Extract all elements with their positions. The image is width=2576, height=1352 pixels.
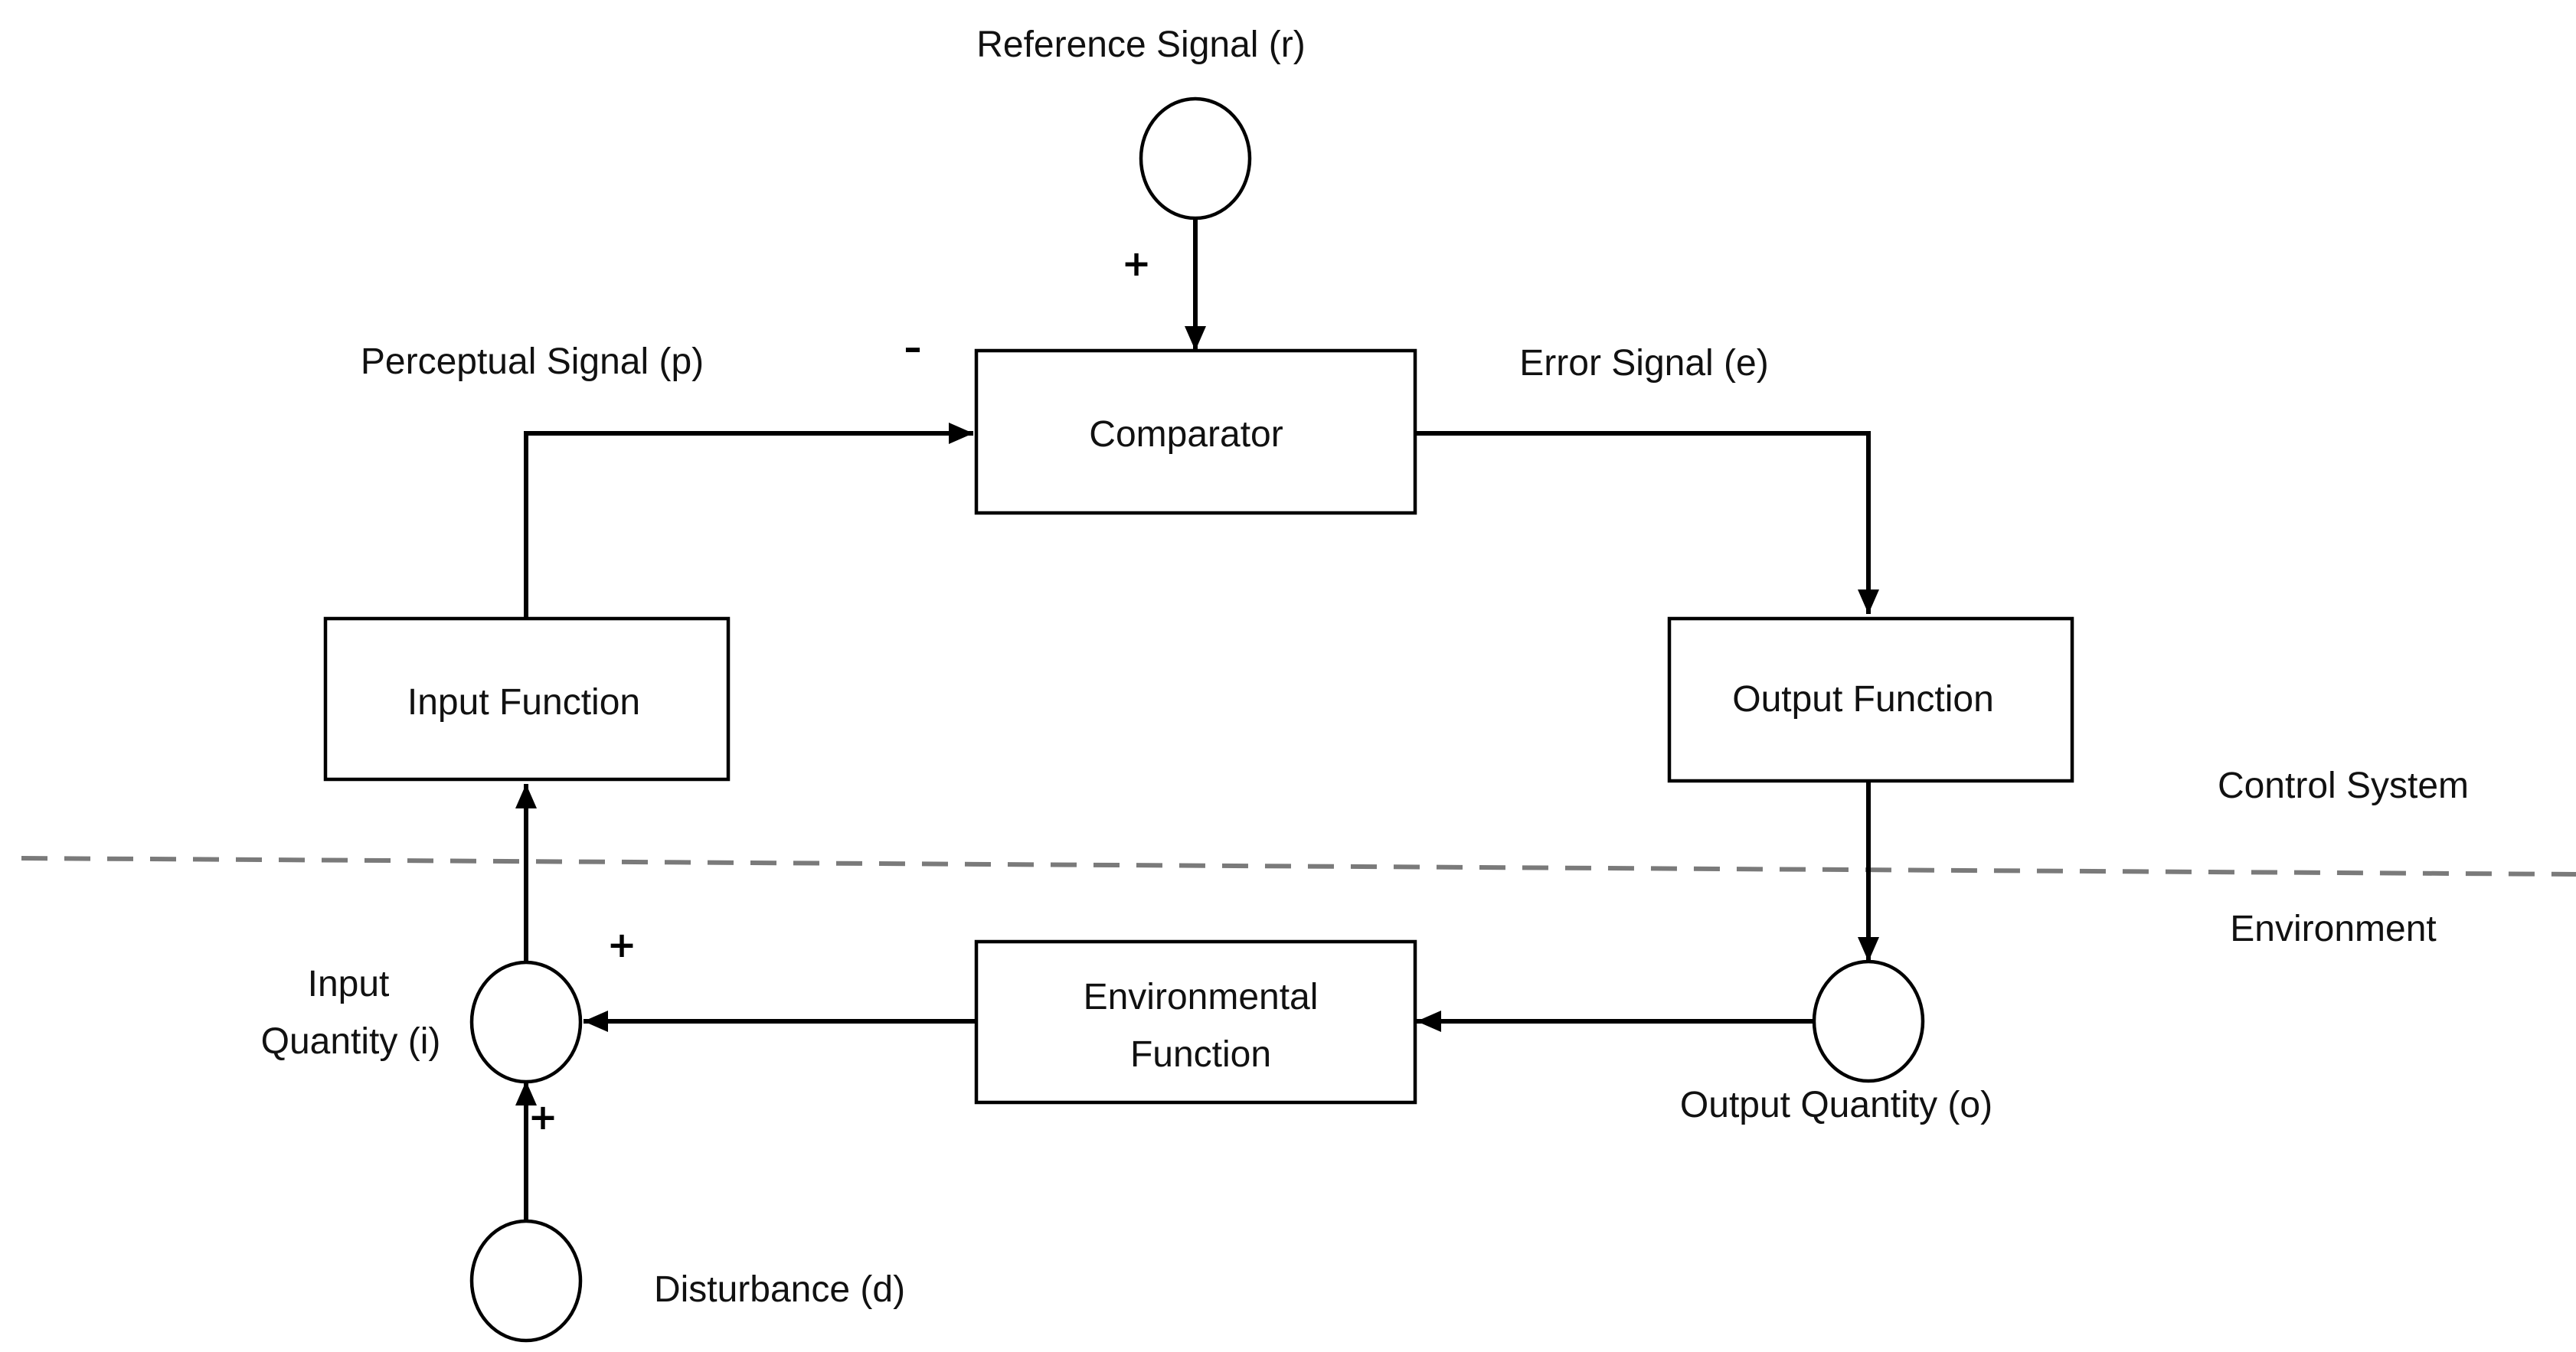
input-function-block: Input Function: [323, 616, 731, 782]
input-function-to-comparator-arrow: [524, 423, 973, 619]
comparator-block: Comparator: [974, 348, 1417, 515]
input-quantity-label-line2: Quantity (i): [261, 1021, 441, 1062]
perceptual-signal-label: Perceptual Signal (p): [361, 341, 704, 382]
output-function-block: Output Function: [1667, 616, 2074, 783]
disturbance-node: [469, 1219, 583, 1343]
input-quantity-plus-sign: +: [607, 924, 637, 965]
reference-signal-node: [1139, 96, 1252, 220]
reference-signal-label: Reference Signal (r): [976, 24, 1306, 65]
error-signal-label: Error Signal (e): [1519, 343, 1768, 384]
perceptual-minus-sign: –: [904, 327, 922, 368]
environment-label: Environment: [2230, 909, 2436, 949]
reference-plus-sign: +: [1122, 243, 1152, 284]
control-system-label: Control System: [2218, 766, 2469, 806]
output-quantity-label: Output Quantity (o): [1680, 1085, 1992, 1125]
disturbance-plus-sign: +: [528, 1096, 558, 1138]
output-quantity-node: [1812, 959, 1925, 1083]
comparator-to-output-function-arrow: [1416, 431, 1879, 614]
input-quantity-label-line1: Input: [308, 964, 390, 1004]
input-function-label: Input Function: [407, 682, 640, 723]
system-boundary-line: [21, 856, 2576, 877]
input-quantity-node: [469, 960, 583, 1084]
environmental-function-label-line1: Environmental: [1084, 977, 1319, 1017]
environmental-function-label-line2: Function: [1130, 1034, 1271, 1075]
disturbance-label: Disturbance (d): [654, 1269, 905, 1310]
output-function-label: Output Function: [1732, 679, 1994, 720]
environmental-function-block: Environmental Function: [974, 939, 1417, 1105]
comparator-label: Comparator: [1089, 414, 1283, 455]
